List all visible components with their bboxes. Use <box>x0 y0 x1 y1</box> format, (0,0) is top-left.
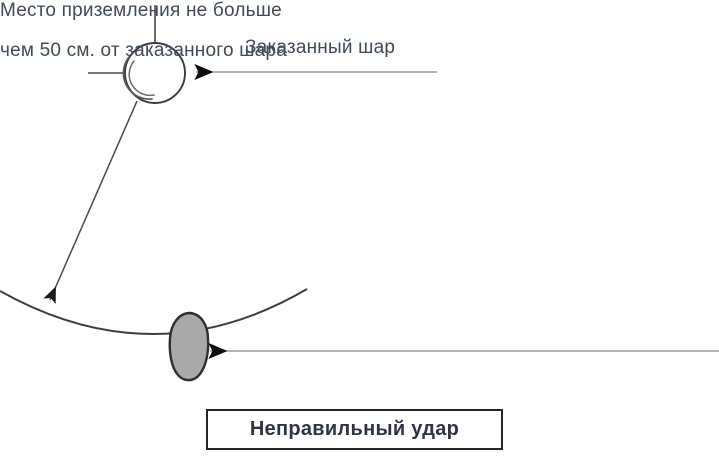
label-landing-note-line1: Место приземления не больше <box>0 0 282 21</box>
table-edge-arc-icon <box>0 288 308 335</box>
label-ordered-ball: Заказанный шар <box>245 37 396 58</box>
caption-text: Неправильный удар <box>249 418 460 440</box>
label-landing-note: Место приземления не больше чем 50 см. о… <box>0 0 719 62</box>
spin-arc-inner-icon <box>128 60 155 97</box>
landing-spot-blob-icon <box>168 311 210 382</box>
ordered-ball-circle-icon <box>124 42 186 104</box>
spin-arc-outer-icon <box>122 56 153 100</box>
ball-trajectory-arrow-icon <box>43 100 138 304</box>
label-landing-note-line2: чем 50 см. от заказанного шара <box>0 40 287 61</box>
caption-box: Неправильный удар <box>206 409 503 450</box>
